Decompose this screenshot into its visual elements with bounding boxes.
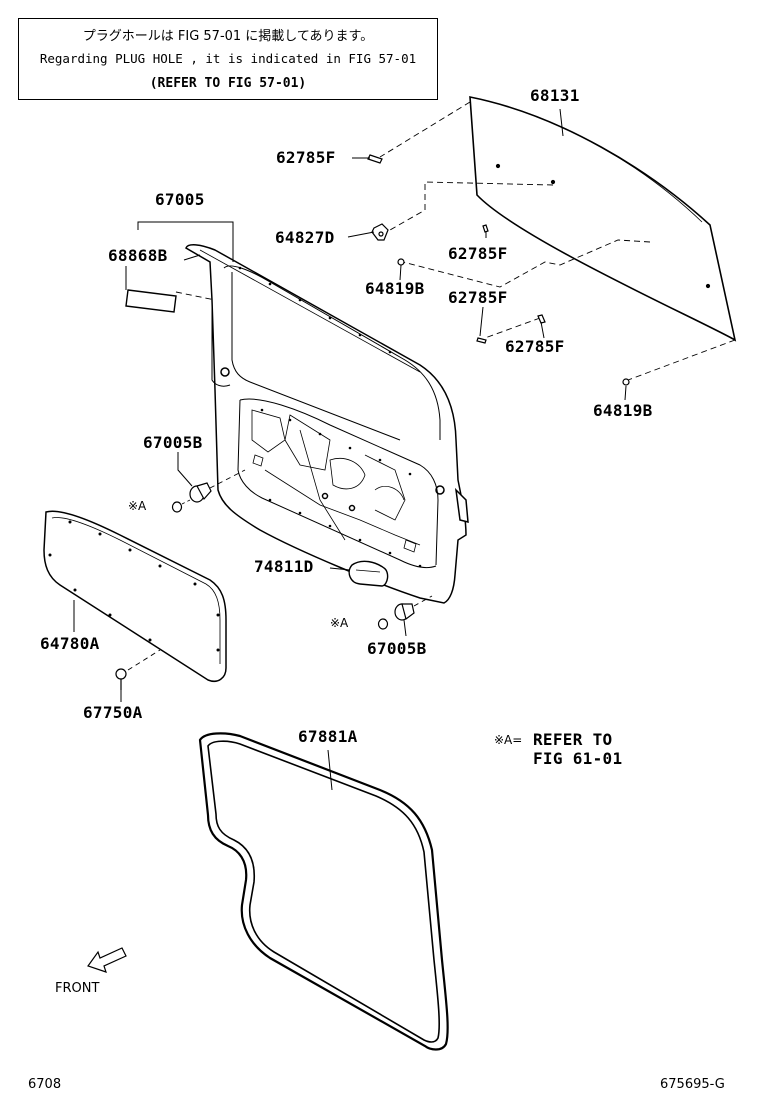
back-glass-68131 bbox=[469, 96, 737, 342]
note-jp: プラグホールは FIG 57-01 に掲載してあります。 bbox=[82, 29, 374, 44]
ref-a-circle-b bbox=[377, 618, 389, 630]
panel-mount-points bbox=[238, 266, 422, 568]
label-67005B-a: 67005B bbox=[143, 433, 203, 452]
hole-plug-67005B-a bbox=[189, 482, 212, 503]
ref-a-right: ※A bbox=[330, 616, 349, 630]
label-67750A: 67750A bbox=[83, 703, 143, 722]
label-68868B: 68868B bbox=[108, 246, 168, 265]
handle-74811D bbox=[348, 560, 389, 587]
clip-64827D bbox=[371, 223, 389, 241]
figure-code-right: 675695-G bbox=[660, 1077, 725, 1092]
figure-code-left: 6708 bbox=[28, 1077, 62, 1092]
clip-64819B-a bbox=[397, 258, 405, 266]
clip-67750A bbox=[115, 668, 127, 690]
clip-64819B-b bbox=[622, 378, 630, 386]
ref-note-line1: REFER TO bbox=[533, 730, 613, 749]
label-67881A: 67881A bbox=[298, 727, 358, 746]
clip-62785F-b bbox=[482, 224, 489, 233]
clip-62785F-top bbox=[367, 154, 383, 164]
ref-a-circle-a bbox=[171, 501, 183, 513]
label-68131: 68131 bbox=[530, 86, 580, 105]
label-64827D: 64827D bbox=[275, 228, 335, 247]
label-62785F-c: 62785F bbox=[448, 288, 508, 307]
note-en: Regarding PLUG HOLE , it is indicated in… bbox=[39, 51, 417, 66]
label-64780A: 64780A bbox=[40, 634, 100, 653]
label-67005B-b: 67005B bbox=[367, 639, 427, 658]
back-door-panel-67005 bbox=[185, 244, 469, 604]
glass-inner-edge bbox=[482, 99, 703, 223]
label-62785F-a: 62785F bbox=[276, 148, 336, 167]
label-74811D: 74811D bbox=[254, 557, 314, 576]
weatherstrip-67881A bbox=[198, 732, 449, 1051]
hole-plug-67005B-b bbox=[394, 603, 415, 621]
note-ref: (REFER TO FIG 57-01) bbox=[149, 76, 307, 91]
front-arrow-icon bbox=[87, 947, 127, 973]
note-box: プラグホールは FIG 57-01 に掲載してあります。 Regarding P… bbox=[18, 18, 438, 100]
clip-62785F-d bbox=[537, 314, 546, 324]
ref-a-note-mark: ※A= bbox=[494, 733, 523, 747]
label-64819B-a: 64819B bbox=[365, 279, 425, 298]
clip-62785F-c bbox=[476, 337, 487, 344]
label-62785F-d: 62785F bbox=[505, 337, 565, 356]
callout-leaders bbox=[73, 108, 627, 791]
label-64819B-b: 64819B bbox=[593, 401, 653, 420]
service-cover-64780A bbox=[43, 510, 227, 682]
ref-a-left: ※A bbox=[128, 499, 147, 513]
garnish-68868B bbox=[125, 289, 177, 313]
front-label: FRONT bbox=[55, 981, 100, 996]
label-62785F-b: 62785F bbox=[448, 244, 508, 263]
label-67005: 67005 bbox=[155, 190, 205, 209]
ref-note-line2: FIG 61-01 bbox=[533, 749, 623, 768]
bracket-67005 bbox=[137, 221, 234, 262]
cover-clips bbox=[48, 520, 220, 652]
